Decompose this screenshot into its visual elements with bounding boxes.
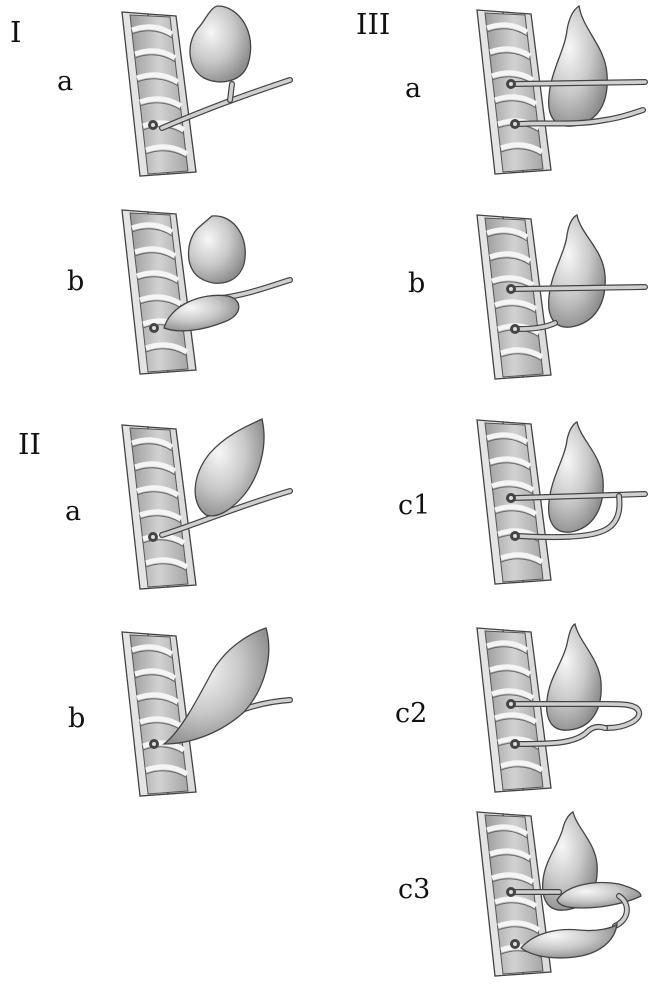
group-label-I: I [10, 15, 22, 49]
panel-label-II-b: b [68, 703, 86, 734]
panel-label-I-b: b [67, 266, 85, 297]
diagram-III-c1 [455, 420, 655, 600]
diagram-III-b [455, 215, 655, 395]
diagram-III-c3 [455, 812, 655, 992]
diagram-II-a [100, 418, 300, 605]
panel-label-III-c3: c3 [398, 874, 431, 905]
diagram-I-a [100, 5, 300, 192]
panel-label-III-c2: c2 [395, 698, 428, 729]
diagram-I-b [100, 210, 300, 390]
panel-label-III-c1: c1 [398, 490, 431, 521]
panel-label-I-a: a [57, 66, 74, 97]
diagram-III-a [455, 4, 655, 190]
diagram-III-c2 [455, 623, 655, 808]
panel-label-III-b: b [408, 268, 426, 299]
panel-label-III-a: a [405, 73, 422, 104]
group-label-III: III [356, 7, 391, 41]
panel-label-II-a: a [65, 496, 82, 527]
diagram-II-b [100, 627, 300, 812]
group-label-II: II [18, 427, 41, 461]
